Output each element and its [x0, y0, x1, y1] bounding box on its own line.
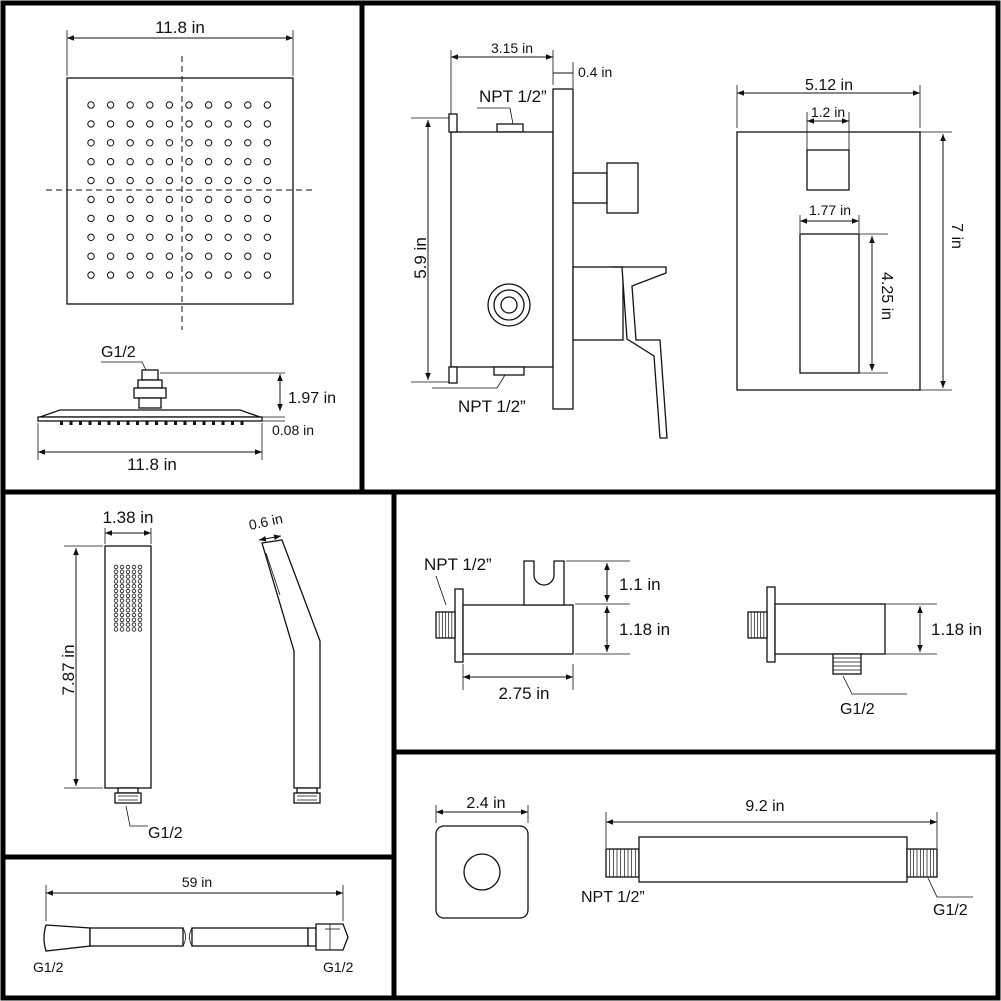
handle-rectangle	[799, 233, 860, 374]
hose-nut-end	[315, 923, 349, 951]
outlet-connector-label: G1/2	[840, 701, 875, 718]
outlet-body-with-holder	[462, 604, 574, 655]
valve-bottom-outlet	[493, 366, 525, 376]
hand-shower-side-thickness-label: 0.6 in	[247, 510, 284, 533]
valve-plate-thickness-label: 0.4 in	[578, 64, 612, 80]
hose-cone-end	[43, 924, 91, 952]
arm-left-port-label: NPT 1/2”	[581, 889, 645, 906]
valve-handle-width-label: 1.77 in	[809, 202, 851, 218]
hose-length-label: 59 in	[182, 874, 212, 890]
hand-shower-side	[261, 539, 321, 789]
hand-shower-length-label: 7.87 in	[59, 644, 78, 695]
valve-body	[450, 131, 554, 368]
hose-panel: 59 in G1/2 G1/2	[33, 874, 354, 975]
outlet-height-b-label: 1.18 in	[931, 620, 982, 639]
hose-right-connector-label: G1/2	[323, 959, 354, 975]
valve-handle-height-label: 4.25 in	[878, 272, 895, 320]
shower-head-side-width-label: 11.8 in	[127, 455, 177, 474]
flange-width-label: 2.4 in	[466, 795, 505, 812]
hose-left-connector-label: G1/2	[33, 959, 64, 975]
outlet-height-a-label: 1.18 in	[619, 620, 670, 639]
outlet-body-plain	[774, 603, 886, 655]
wall-outlet-port-label: NPT 1/2”	[424, 555, 492, 574]
shower-arm-panel: 2.4 in 9.2 in NPT 1/2” G1/2	[435, 795, 973, 919]
hand-shower-width-label: 1.38 in	[102, 508, 153, 527]
arm-right-connector-label: G1/2	[933, 902, 968, 919]
shower-head-panel: 11.8 in G1/2 1.97 in 0.08 in 11.8 in	[37, 18, 336, 474]
valve-top-inlet	[496, 123, 524, 133]
valve-height-label: 5.9 in	[411, 237, 430, 279]
hand-shower-panel: 1.38 in 7.87 in G1/2 0.6 in	[59, 508, 321, 842]
hand-shower-holder	[523, 560, 565, 606]
valve-plate-height-label: 7 in	[948, 223, 965, 249]
valve-panel: 3.15 in 0.4 in NPT 1/2” 5.9 in NPT 1/	[411, 40, 965, 439]
diverter-knob	[606, 162, 639, 214]
shower-head-thickness-label: 0.08 in	[272, 422, 314, 438]
shower-head-height-label: 1.97 in	[288, 390, 336, 407]
outlet-length-label: 2.75 in	[498, 684, 549, 703]
valve-bottom-port-label: NPT 1/2”	[458, 397, 526, 416]
shower-arm	[638, 836, 908, 883]
arm-length-label: 9.2 in	[745, 798, 784, 815]
diverter-square	[806, 149, 850, 191]
valve-square-width-label: 1.2 in	[811, 104, 845, 120]
shower-head-side-nozzles	[60, 421, 244, 425]
valve-wall-plate	[552, 88, 574, 410]
shower-head-top-width-label: 11.8 in	[155, 18, 205, 37]
valve-plate-width-label: 5.12 in	[805, 77, 853, 94]
holder-height-label: 1.1 in	[619, 575, 661, 594]
shower-head-connector-label: G1/2	[101, 344, 136, 361]
valve-lever-handle	[612, 266, 668, 439]
wall-outlet-panel: NPT 1/2” 1.1 in 1.18 in 2.75 in 1.18 in	[424, 555, 982, 718]
valve-depth-label: 3.15 in	[491, 40, 533, 56]
valve-top-port-label: NPT 1/2”	[479, 87, 547, 106]
hand-shower-spray-dots	[113, 564, 143, 632]
hand-shower-connector-label: G1/2	[148, 825, 183, 842]
shower-head-face	[66, 77, 294, 305]
shower-head-nozzles	[87, 101, 272, 279]
